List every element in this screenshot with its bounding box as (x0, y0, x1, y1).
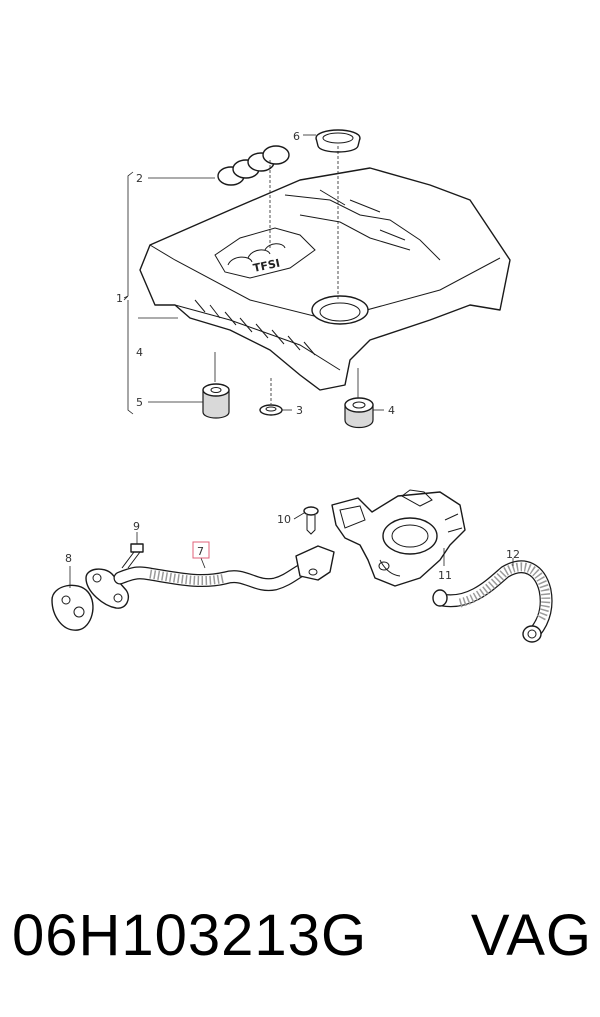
pipe-flange (85, 568, 130, 609)
bolt-part-9 (121, 543, 144, 569)
parts-diagram: TFSI (51, 129, 553, 643)
engine-cover: TFSI (139, 167, 511, 391)
brand-name: VAG (470, 902, 592, 968)
callout-8: 8 (65, 552, 72, 565)
leader-lines-lower (69, 512, 514, 588)
grommet-part-3 (259, 404, 283, 416)
pcv-valve-part-11 (331, 489, 466, 587)
callout-4b: 4 (388, 404, 395, 417)
rubber-mount-part-4 (344, 397, 374, 429)
breather-hose-part-12 (432, 560, 553, 643)
callout-12: 12 (506, 548, 520, 561)
callout-6: 6 (293, 130, 300, 143)
tfsi-emblem: TFSI (252, 257, 281, 275)
callout-5: 5 (136, 396, 143, 409)
callout-7-highlight-box (192, 541, 210, 559)
screw-part-10 (303, 506, 319, 535)
callout-3: 3 (296, 404, 303, 417)
rubber-mount-part-5 (202, 383, 230, 419)
callout-4a: 4 (136, 346, 143, 359)
rings-emblem-part-2 (217, 145, 290, 186)
breather-hose-part-7 (113, 545, 335, 592)
callout-10: 10 (277, 513, 291, 526)
callout-9: 9 (133, 520, 140, 533)
leader-lines-upper (123, 134, 384, 415)
callout-7: 7 (197, 545, 204, 558)
gasket-part-8 (51, 584, 94, 631)
part-number: 06H103213G (12, 902, 368, 968)
footer: 06H103213G VAG (12, 890, 592, 980)
callout-11: 11 (438, 569, 452, 582)
callout-1: 1 (116, 292, 123, 305)
callout-2: 2 (136, 172, 143, 185)
